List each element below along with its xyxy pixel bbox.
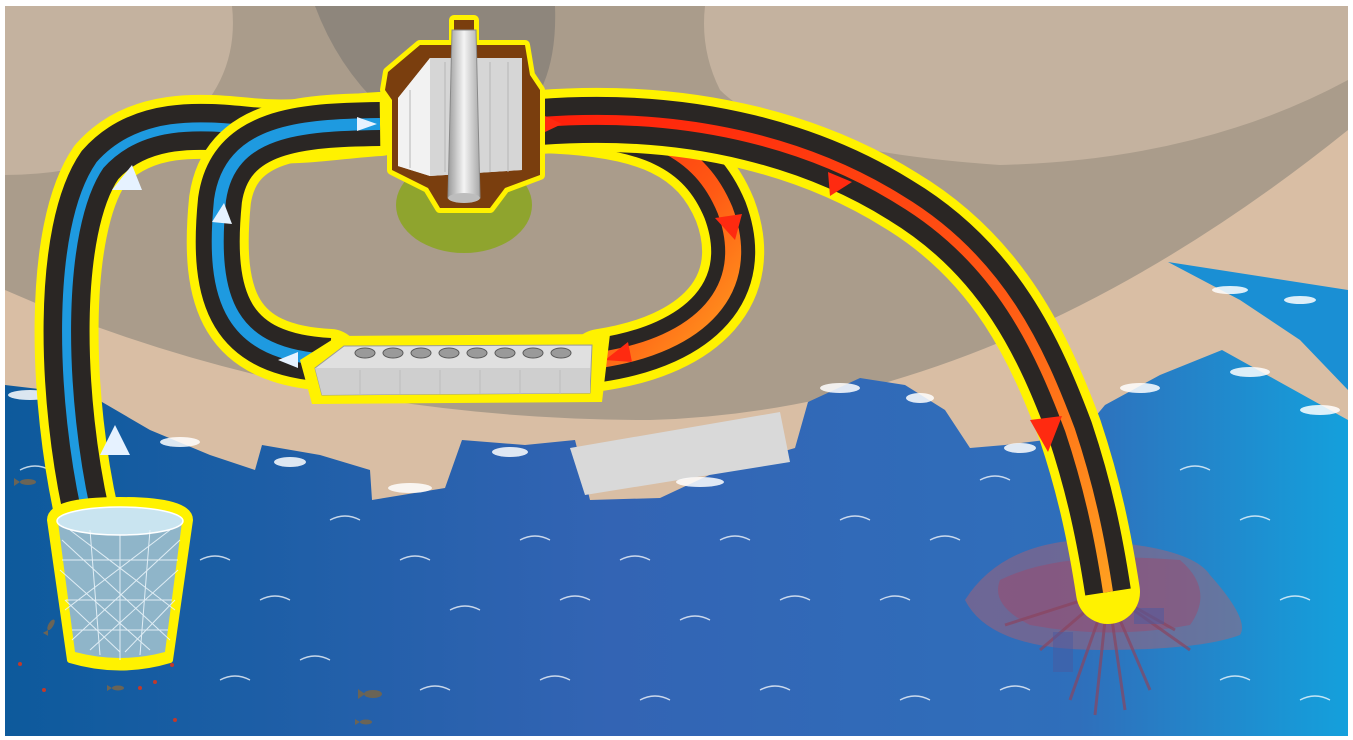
intake-screen-icon (50, 500, 190, 668)
cooling-unit-icon (300, 334, 610, 404)
